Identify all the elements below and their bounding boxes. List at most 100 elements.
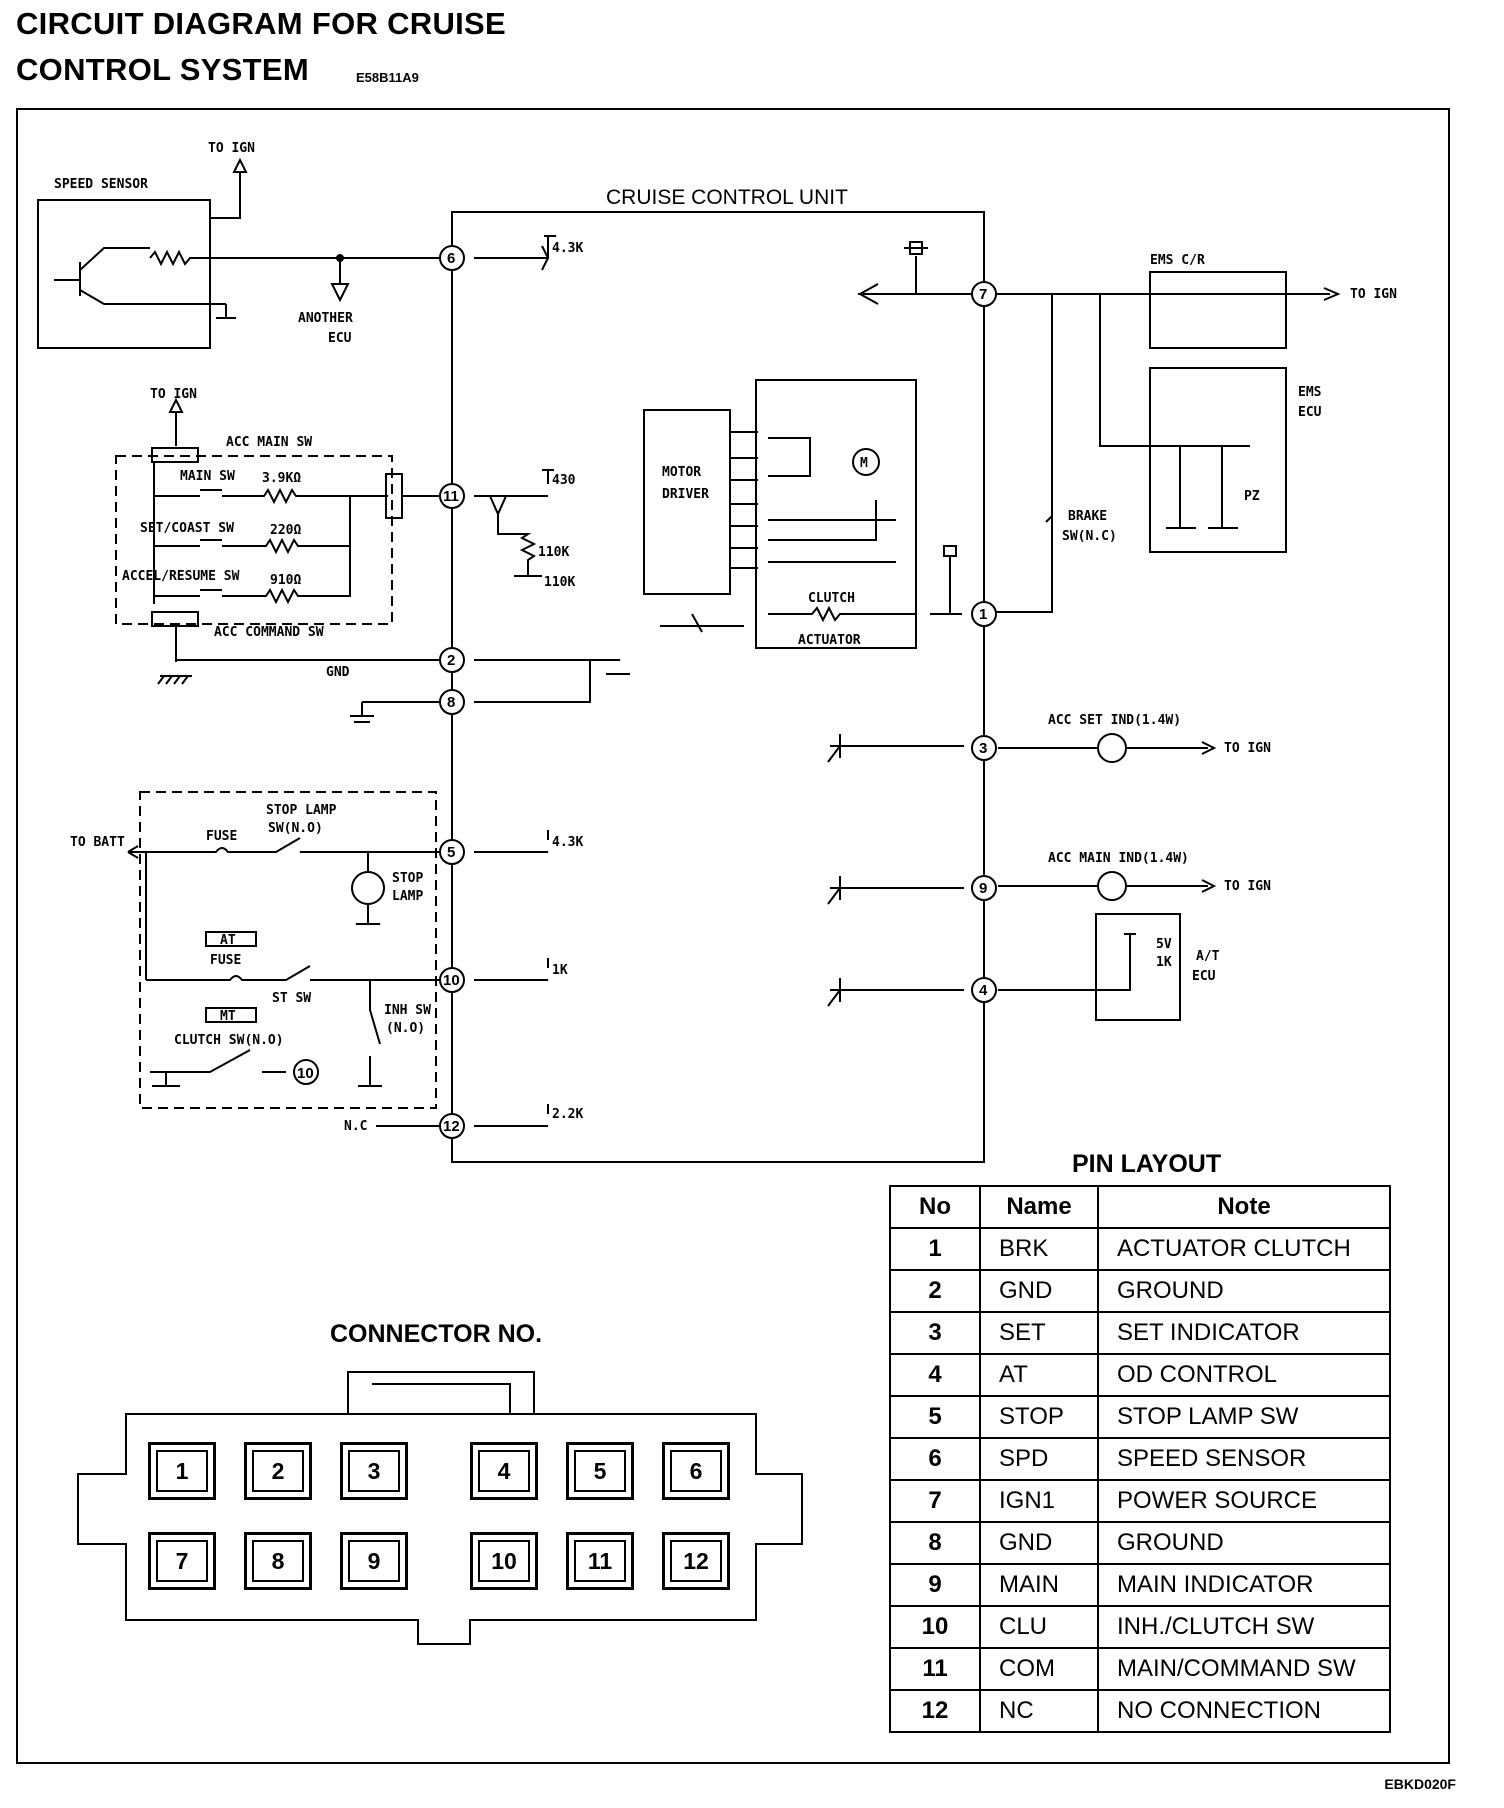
pin-6-bubble bbox=[439, 245, 465, 271]
pin-2-label: 2 bbox=[447, 652, 455, 669]
connector-pin-8: 8 bbox=[244, 1532, 312, 1590]
motor-driver-1: MOTOR bbox=[662, 465, 701, 480]
connector-pin-7: 7 bbox=[148, 1532, 216, 1590]
ems-cr-box bbox=[1149, 271, 1287, 349]
mt-label: MT bbox=[220, 1009, 236, 1024]
pin-9-label: 9 bbox=[979, 880, 987, 897]
gnd-label: GND bbox=[326, 665, 350, 680]
pin-5-bubble bbox=[439, 839, 465, 865]
accel-resume-sw-label: ACCEL/RESUME SW bbox=[122, 569, 240, 584]
to-batt-label: TO BATT bbox=[70, 835, 125, 850]
cruise-control-unit-label: CRUISE CONTROL UNIT bbox=[606, 186, 848, 209]
r-set-label: 220Ω bbox=[270, 523, 301, 538]
connector-pin-1: 1 bbox=[148, 1442, 216, 1500]
connector-pin-6: 6 bbox=[662, 1442, 730, 1500]
stop-lamp-sw-1: STOP LAMP bbox=[266, 803, 337, 818]
at-ecu-1: A/T bbox=[1196, 949, 1220, 964]
motor-symbol: M bbox=[860, 456, 868, 471]
connector-pin-2: 2 bbox=[244, 1442, 312, 1500]
ems-to-ign: TO IGN bbox=[1350, 287, 1397, 302]
motor-driver-2: DRIVER bbox=[662, 487, 709, 502]
acc-set-ind-label: ACC SET IND(1.4W) bbox=[1048, 713, 1181, 728]
r-1k-label: 1K bbox=[552, 963, 568, 978]
ems-ecu-2: ECU bbox=[1298, 405, 1322, 420]
connector-title: CONNECTOR NO. bbox=[330, 1320, 543, 1348]
acc-to-ign: TO IGN bbox=[150, 387, 197, 402]
set-coast-sw-label: SET/COAST SW bbox=[140, 521, 234, 536]
pin-layout-header-row: No Name Note bbox=[889, 1185, 1391, 1229]
cruise-control-unit-box bbox=[451, 211, 985, 1163]
pin-8-bubble bbox=[439, 689, 465, 715]
acc-main-sw-label: ACC MAIN SW bbox=[226, 435, 312, 450]
connector-pin-9: 9 bbox=[340, 1532, 408, 1590]
acc-main-to-ign: TO IGN bbox=[1224, 879, 1271, 894]
pin-11-bubble bbox=[439, 483, 465, 509]
pin-bubbles bbox=[439, 245, 997, 1139]
pin-7-label: 7 bbox=[979, 286, 987, 303]
main-sw-label: MAIN SW bbox=[180, 469, 235, 484]
stop-lamp-1: STOP bbox=[392, 871, 423, 886]
pin-4-label: 4 bbox=[979, 982, 988, 999]
another-ecu-2: ECU bbox=[328, 331, 352, 346]
pin-10-bubble bbox=[439, 967, 465, 993]
ems-cr-label: EMS C/R bbox=[1150, 253, 1205, 268]
doc-code: E58B11A9 bbox=[356, 70, 419, 85]
pin-8-label: 8 bbox=[447, 694, 455, 711]
figure-code: EBKD020F bbox=[1384, 1776, 1456, 1792]
pin-1-label: 1 bbox=[979, 606, 987, 623]
clutch-sw-label: CLUTCH SW(N.O) bbox=[174, 1033, 284, 1048]
pin-7-bubble bbox=[971, 281, 997, 307]
speed-sensor-to-ign: TO IGN bbox=[208, 141, 255, 156]
pz-label: PZ bbox=[1244, 489, 1260, 504]
connector-pin-11: 11 bbox=[566, 1532, 634, 1590]
brake-sw-2: SW(N.C) bbox=[1062, 529, 1117, 544]
nc-label: N.C bbox=[344, 1119, 367, 1134]
pin-12-bubble bbox=[439, 1113, 465, 1139]
r-2-2k-label: 2.2K bbox=[552, 1107, 583, 1122]
pin-1-bubble bbox=[971, 601, 997, 627]
header-note: Note bbox=[1097, 1185, 1391, 1229]
connector-pin-10: 10 bbox=[470, 1532, 538, 1590]
pin-12-label: 12 bbox=[443, 1118, 460, 1135]
acc-command-sw-label: ACC COMMAND SW bbox=[214, 625, 324, 640]
pin-3-bubble bbox=[971, 735, 997, 761]
acc-set-to-ign: TO IGN bbox=[1224, 741, 1271, 756]
stop-lamp-sw-2: SW(N.O) bbox=[268, 821, 323, 836]
diagram-frame bbox=[16, 108, 1450, 1764]
r-110k-a-label: 110K bbox=[538, 545, 569, 560]
pin-10-label: 10 bbox=[443, 972, 460, 989]
connector-pin-5: 5 bbox=[566, 1442, 634, 1500]
header-no: No bbox=[889, 1185, 981, 1229]
connector-pin-4: 4 bbox=[470, 1442, 538, 1500]
another-ecu-1: ANOTHER bbox=[298, 311, 353, 326]
connector-pin-3: 3 bbox=[340, 1442, 408, 1500]
r-4-3k-mid: 4.3K bbox=[552, 835, 583, 850]
ems-ecu-box bbox=[1149, 367, 1287, 553]
pin-3-label: 3 bbox=[979, 740, 987, 757]
speed-sensor-box bbox=[37, 199, 211, 349]
pin-2-bubble bbox=[439, 647, 465, 673]
pin-6-label: 6 bbox=[447, 250, 455, 267]
r-110k-b-label: 110K bbox=[544, 575, 575, 590]
r-accel-label: 910Ω bbox=[270, 573, 301, 588]
acc-main-ind-label: ACC MAIN IND(1.4W) bbox=[1048, 851, 1189, 866]
connector-outline bbox=[77, 1371, 803, 1645]
actuator-label: ACTUATOR bbox=[798, 633, 861, 648]
r-4-3k-top: 4.3K bbox=[552, 241, 583, 256]
ems-ecu-1: EMS bbox=[1298, 385, 1322, 400]
at-1k: 1K bbox=[1156, 955, 1172, 970]
at-label: AT bbox=[220, 933, 236, 948]
fuse-label-2: FUSE bbox=[210, 953, 241, 968]
pin-11-label: 11 bbox=[443, 488, 459, 505]
st-sw-label: ST SW bbox=[272, 991, 311, 1006]
r-main-label: 3.9KΩ bbox=[262, 471, 301, 486]
fuse-label-1: FUSE bbox=[206, 829, 237, 844]
at-ecu-2: ECU bbox=[1192, 969, 1216, 984]
